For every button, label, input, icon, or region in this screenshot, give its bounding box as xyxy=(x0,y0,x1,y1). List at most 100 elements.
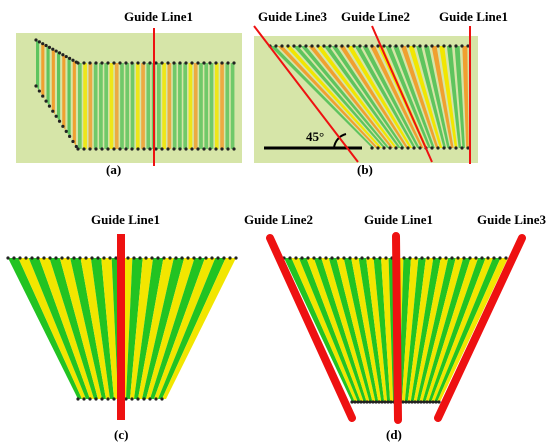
panel-d-guide-line-1 xyxy=(392,232,402,424)
panel-c-top-point xyxy=(30,256,34,260)
panel-c-stripe xyxy=(101,258,118,399)
panel-d-bottom-point xyxy=(380,400,384,404)
panel-d-top-point xyxy=(402,256,406,260)
panel-b-stripe xyxy=(408,46,443,148)
panel-d-guide-line-2-label: Guide Line2 xyxy=(244,212,313,227)
panel-a-bottom-point xyxy=(142,147,146,151)
panel-a-caption: (a) xyxy=(106,162,121,177)
panel-a-edge-point xyxy=(61,124,65,128)
panel-b-bottom-point xyxy=(466,146,470,150)
panel-c-top-point xyxy=(36,256,40,260)
panel-a-bottom-point xyxy=(184,147,188,151)
panel-c-top-point xyxy=(84,256,88,260)
panel-b-top-point xyxy=(418,44,422,48)
panel-a-edge-point xyxy=(57,51,62,55)
panel-d-top-point xyxy=(492,256,496,260)
panel-c-stripe xyxy=(138,258,174,399)
panel-a-edge-point xyxy=(61,53,65,57)
panel-b-stripe xyxy=(400,46,439,148)
panel-a-edge-point xyxy=(44,99,48,103)
panel-b-top-point xyxy=(286,44,290,48)
panel-c-bottom-point xyxy=(94,397,98,401)
panel-c-top-point xyxy=(18,256,22,260)
panel-d-stripe xyxy=(298,258,361,402)
panel-d-stripe xyxy=(328,258,373,402)
panel-b-stripe xyxy=(308,46,394,148)
panel-d-bottom-point xyxy=(422,400,426,404)
panel-d-stripe xyxy=(431,258,494,402)
panel-b-top-point xyxy=(334,44,338,48)
panel-d-top-point xyxy=(504,256,508,260)
panel-d-stripe xyxy=(313,258,367,402)
panel-b-stripe xyxy=(416,46,447,148)
panel-d-bottom-point xyxy=(383,400,387,404)
panel-b-stripe xyxy=(323,46,401,148)
panel-c-top-point xyxy=(156,256,160,260)
panel-c-stripes xyxy=(8,258,236,399)
panel-a-edge-point xyxy=(34,84,38,88)
panel-b-top-point xyxy=(328,44,332,48)
panel-d-bottom-point xyxy=(404,400,408,404)
panel-c-top-point xyxy=(138,256,142,260)
panel-a-stripe xyxy=(125,63,130,149)
panel-c-stripe xyxy=(59,258,102,399)
panel-a-top-point xyxy=(196,61,200,65)
panel-a-top-point xyxy=(184,61,188,65)
panel-c-bottom-point xyxy=(160,397,164,401)
panel-d-bottom-point xyxy=(401,400,405,404)
panel-d-stripe xyxy=(306,258,364,402)
panel-a-stripe xyxy=(193,63,198,149)
panel-a-bottom-point xyxy=(178,147,182,151)
panel-c-top-point xyxy=(222,256,226,260)
panel-d-top-point xyxy=(444,256,448,260)
panel-b-top-point xyxy=(322,44,326,48)
panel-d-top-point xyxy=(384,256,388,260)
panel-d-bottom-point xyxy=(416,400,420,404)
panel-d-top-point xyxy=(462,256,466,260)
panel-a-slant-stripe xyxy=(46,45,50,107)
panel-c-top-point xyxy=(198,256,202,260)
panel-a-stripe xyxy=(162,63,166,149)
panel-d-bottom-point xyxy=(368,400,372,404)
panel-b-guide-line-2 xyxy=(371,25,433,163)
panel-b-stripe xyxy=(300,46,390,148)
panel-c-top-point xyxy=(48,256,52,260)
panel-d-top-point xyxy=(486,256,490,260)
panel-d-stripe xyxy=(401,258,419,402)
panel-b-top-point xyxy=(382,44,386,48)
panel-a-bottom-point xyxy=(166,147,170,151)
panel-d-stripe xyxy=(407,258,434,402)
panel-b-stripe xyxy=(385,46,431,148)
panel-a-slant-stripe xyxy=(62,54,66,131)
panel-c-guide-line-1 xyxy=(117,234,125,420)
panel-a-stripe xyxy=(178,63,182,149)
panel-c-stripe xyxy=(8,258,82,399)
panel-c-bottom-point xyxy=(130,397,134,401)
panel-c-top-point xyxy=(204,256,208,260)
panel-d-bottom-point xyxy=(359,400,363,404)
panel-d-stripe xyxy=(381,258,394,402)
panel-c-top-point xyxy=(54,256,58,260)
panel-b-top-point xyxy=(466,44,470,48)
panel-a-stripe xyxy=(120,63,124,149)
panel-d-bottom-point xyxy=(386,400,390,404)
panel-a-stripe xyxy=(83,63,87,149)
panel-b-top-point xyxy=(304,44,308,48)
panel-a-bottom-point xyxy=(100,147,104,151)
panel-c-caption: (c) xyxy=(114,427,128,442)
panel-d-stripe xyxy=(321,258,370,402)
panel-a-slant-stripe xyxy=(36,40,40,91)
panel-c-stripe xyxy=(146,258,195,399)
panel-b-stripe xyxy=(431,46,454,148)
panel-a-stripe xyxy=(230,63,235,149)
panel-b-angle-label: 45° xyxy=(306,129,324,144)
panel-c-top-point xyxy=(174,256,178,260)
panel-c-top-point xyxy=(216,256,220,260)
panel-c-top-point xyxy=(192,256,196,260)
panel-d-stripe xyxy=(434,258,501,402)
panel-a-stripe xyxy=(78,63,82,149)
panel-d-stripe xyxy=(413,258,449,402)
panel-b-stripe xyxy=(454,46,465,148)
panel-b-bottom-point xyxy=(388,146,392,150)
panel-c-top-point xyxy=(78,256,82,260)
